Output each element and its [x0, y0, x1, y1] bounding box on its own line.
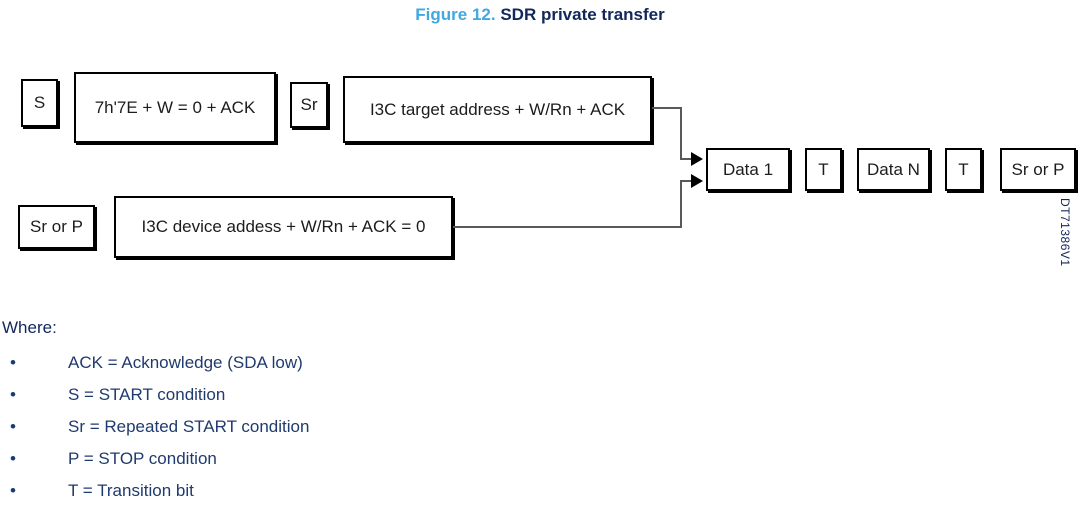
- box-transition-bit-1-label: T: [818, 159, 829, 179]
- wire-device-to-data-entry: [680, 180, 694, 182]
- wire-device-to-data-horizontal: [453, 226, 682, 228]
- box-transition-bit-2: T: [945, 148, 982, 191]
- legend-item: • P = STOP condition: [0, 449, 600, 481]
- box-data-1: Data 1: [706, 148, 790, 191]
- box-repeated-start-label: Sr: [300, 95, 318, 114]
- wire-device-to-data-vertical: [680, 180, 682, 228]
- box-sr-or-p-right-label: Sr or P: [1011, 159, 1065, 179]
- arrow-target-to-data: [691, 152, 703, 166]
- document-code: DT71386V1: [1058, 198, 1072, 267]
- arrow-device-to-data: [691, 174, 703, 188]
- legend-item-text: T = Transition bit: [68, 481, 194, 500]
- figure-caption: SDR private transfer: [500, 5, 665, 24]
- box-transition-bit-2-label: T: [958, 159, 969, 179]
- box-device-address: I3C device addess + W/Rn + ACK = 0: [114, 196, 453, 258]
- box-device-address-label: I3C device addess + W/Rn + ACK = 0: [141, 217, 426, 236]
- legend-item-text: P = STOP condition: [68, 449, 217, 468]
- wire-target-to-data-vertical: [680, 107, 682, 160]
- box-sr-or-p-right: Sr or P: [1000, 148, 1076, 191]
- box-data-n: Data N: [857, 148, 930, 191]
- legend-item: • Sr = Repeated START condition: [0, 417, 600, 449]
- legend-heading: Where:: [2, 318, 57, 337]
- bullet-icon: •: [10, 481, 16, 500]
- box-start-label: S: [33, 93, 46, 112]
- legend-item-text: ACK = Acknowledge (SDA low): [68, 353, 303, 372]
- figure-title: Figure 12. SDR private transfer: [0, 5, 1080, 25]
- box-data-1-label: Data 1: [722, 159, 774, 179]
- wire-target-to-data-horizontal: [652, 107, 682, 109]
- box-sr-or-p-left: Sr or P: [18, 205, 95, 249]
- bullet-icon: •: [10, 449, 16, 468]
- box-start: S: [21, 79, 58, 127]
- box-broadcast-address: 7h'7E + W = 0 + ACK: [74, 72, 276, 143]
- box-repeated-start: Sr: [290, 82, 328, 128]
- box-target-address-label: I3C target address + W/Rn + ACK: [369, 99, 626, 119]
- box-data-n-label: Data N: [867, 159, 920, 179]
- legend-list: • ACK = Acknowledge (SDA low) • S = STAR…: [0, 353, 600, 513]
- legend-item: • ACK = Acknowledge (SDA low): [0, 353, 600, 385]
- bullet-icon: •: [10, 385, 16, 404]
- legend-item: • S = START condition: [0, 385, 600, 417]
- legend-item-text: Sr = Repeated START condition: [68, 417, 310, 436]
- figure-number: Figure 12.: [415, 5, 496, 24]
- box-transition-bit-1: T: [805, 148, 842, 191]
- box-broadcast-address-label: 7h'7E + W = 0 + ACK: [94, 97, 256, 117]
- box-target-address: I3C target address + W/Rn + ACK: [343, 76, 652, 143]
- legend-item-text: S = START condition: [68, 385, 226, 404]
- sdr-private-transfer-diagram: S 7h'7E + W = 0 + ACK Sr I3C target addr…: [18, 72, 1076, 267]
- legend-item: • T = Transition bit: [0, 481, 600, 513]
- bullet-icon: •: [10, 353, 16, 372]
- wire-target-to-data-entry: [680, 158, 694, 160]
- bullet-icon: •: [10, 417, 16, 436]
- box-sr-or-p-left-label: Sr or P: [30, 217, 83, 236]
